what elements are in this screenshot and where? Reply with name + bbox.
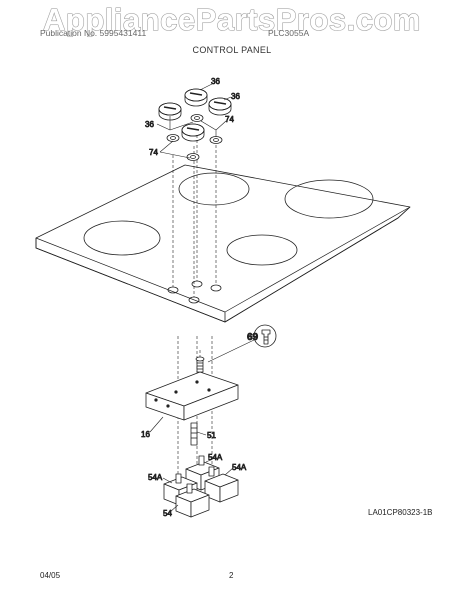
knob-bezel <box>209 136 223 144</box>
page-number: 2 <box>229 571 234 580</box>
callout-shaft: 51 <box>207 431 216 440</box>
callout-screw: 69 <box>247 332 259 343</box>
knob-bezel <box>190 114 204 122</box>
infinite-switch <box>204 466 239 503</box>
infinite-switch <box>175 483 210 518</box>
control-knob <box>181 123 205 142</box>
control-knob <box>208 97 232 116</box>
publication-number: Publication No. 5995431411 <box>40 28 147 38</box>
diagram-reference-code: LA01CP80323-1B <box>368 508 433 517</box>
callout-knob: 36 <box>231 92 240 101</box>
cooktop-glass <box>35 164 411 323</box>
leader-lines-top <box>156 83 232 159</box>
section-title: CONTROL PANEL <box>192 45 272 55</box>
knob-bezel <box>186 153 200 161</box>
callout-bracket: 16 <box>141 430 150 439</box>
callout-switch-alt: 54A <box>148 473 163 482</box>
switch-bracket <box>145 371 239 421</box>
callout-switch: 54 <box>163 509 172 518</box>
switch-shaft <box>190 422 207 446</box>
callout-knob: 36 <box>211 77 220 86</box>
screw-detail-callout <box>207 324 277 363</box>
mounting-screw <box>195 356 205 373</box>
burner-element <box>83 220 161 256</box>
callout-switch-alt: 54A <box>232 463 247 472</box>
model-number: PLC3055A <box>268 28 310 38</box>
callout-bezel: 74 <box>149 148 158 157</box>
knob-bezel <box>166 134 180 142</box>
footer-date: 04/05 <box>40 571 61 580</box>
burner-element <box>284 179 374 219</box>
control-knob <box>184 88 208 107</box>
callout-bezel: 74 <box>225 115 234 124</box>
control-knob <box>158 102 182 121</box>
burner-element <box>226 234 298 266</box>
callout-knob: 36 <box>145 120 154 129</box>
burner-element <box>178 172 250 206</box>
watermark-logo: AppliancePartsPros.com <box>43 2 421 38</box>
callout-switch-alt: 54A <box>208 453 223 462</box>
leader-lines-bottom <box>149 416 234 513</box>
